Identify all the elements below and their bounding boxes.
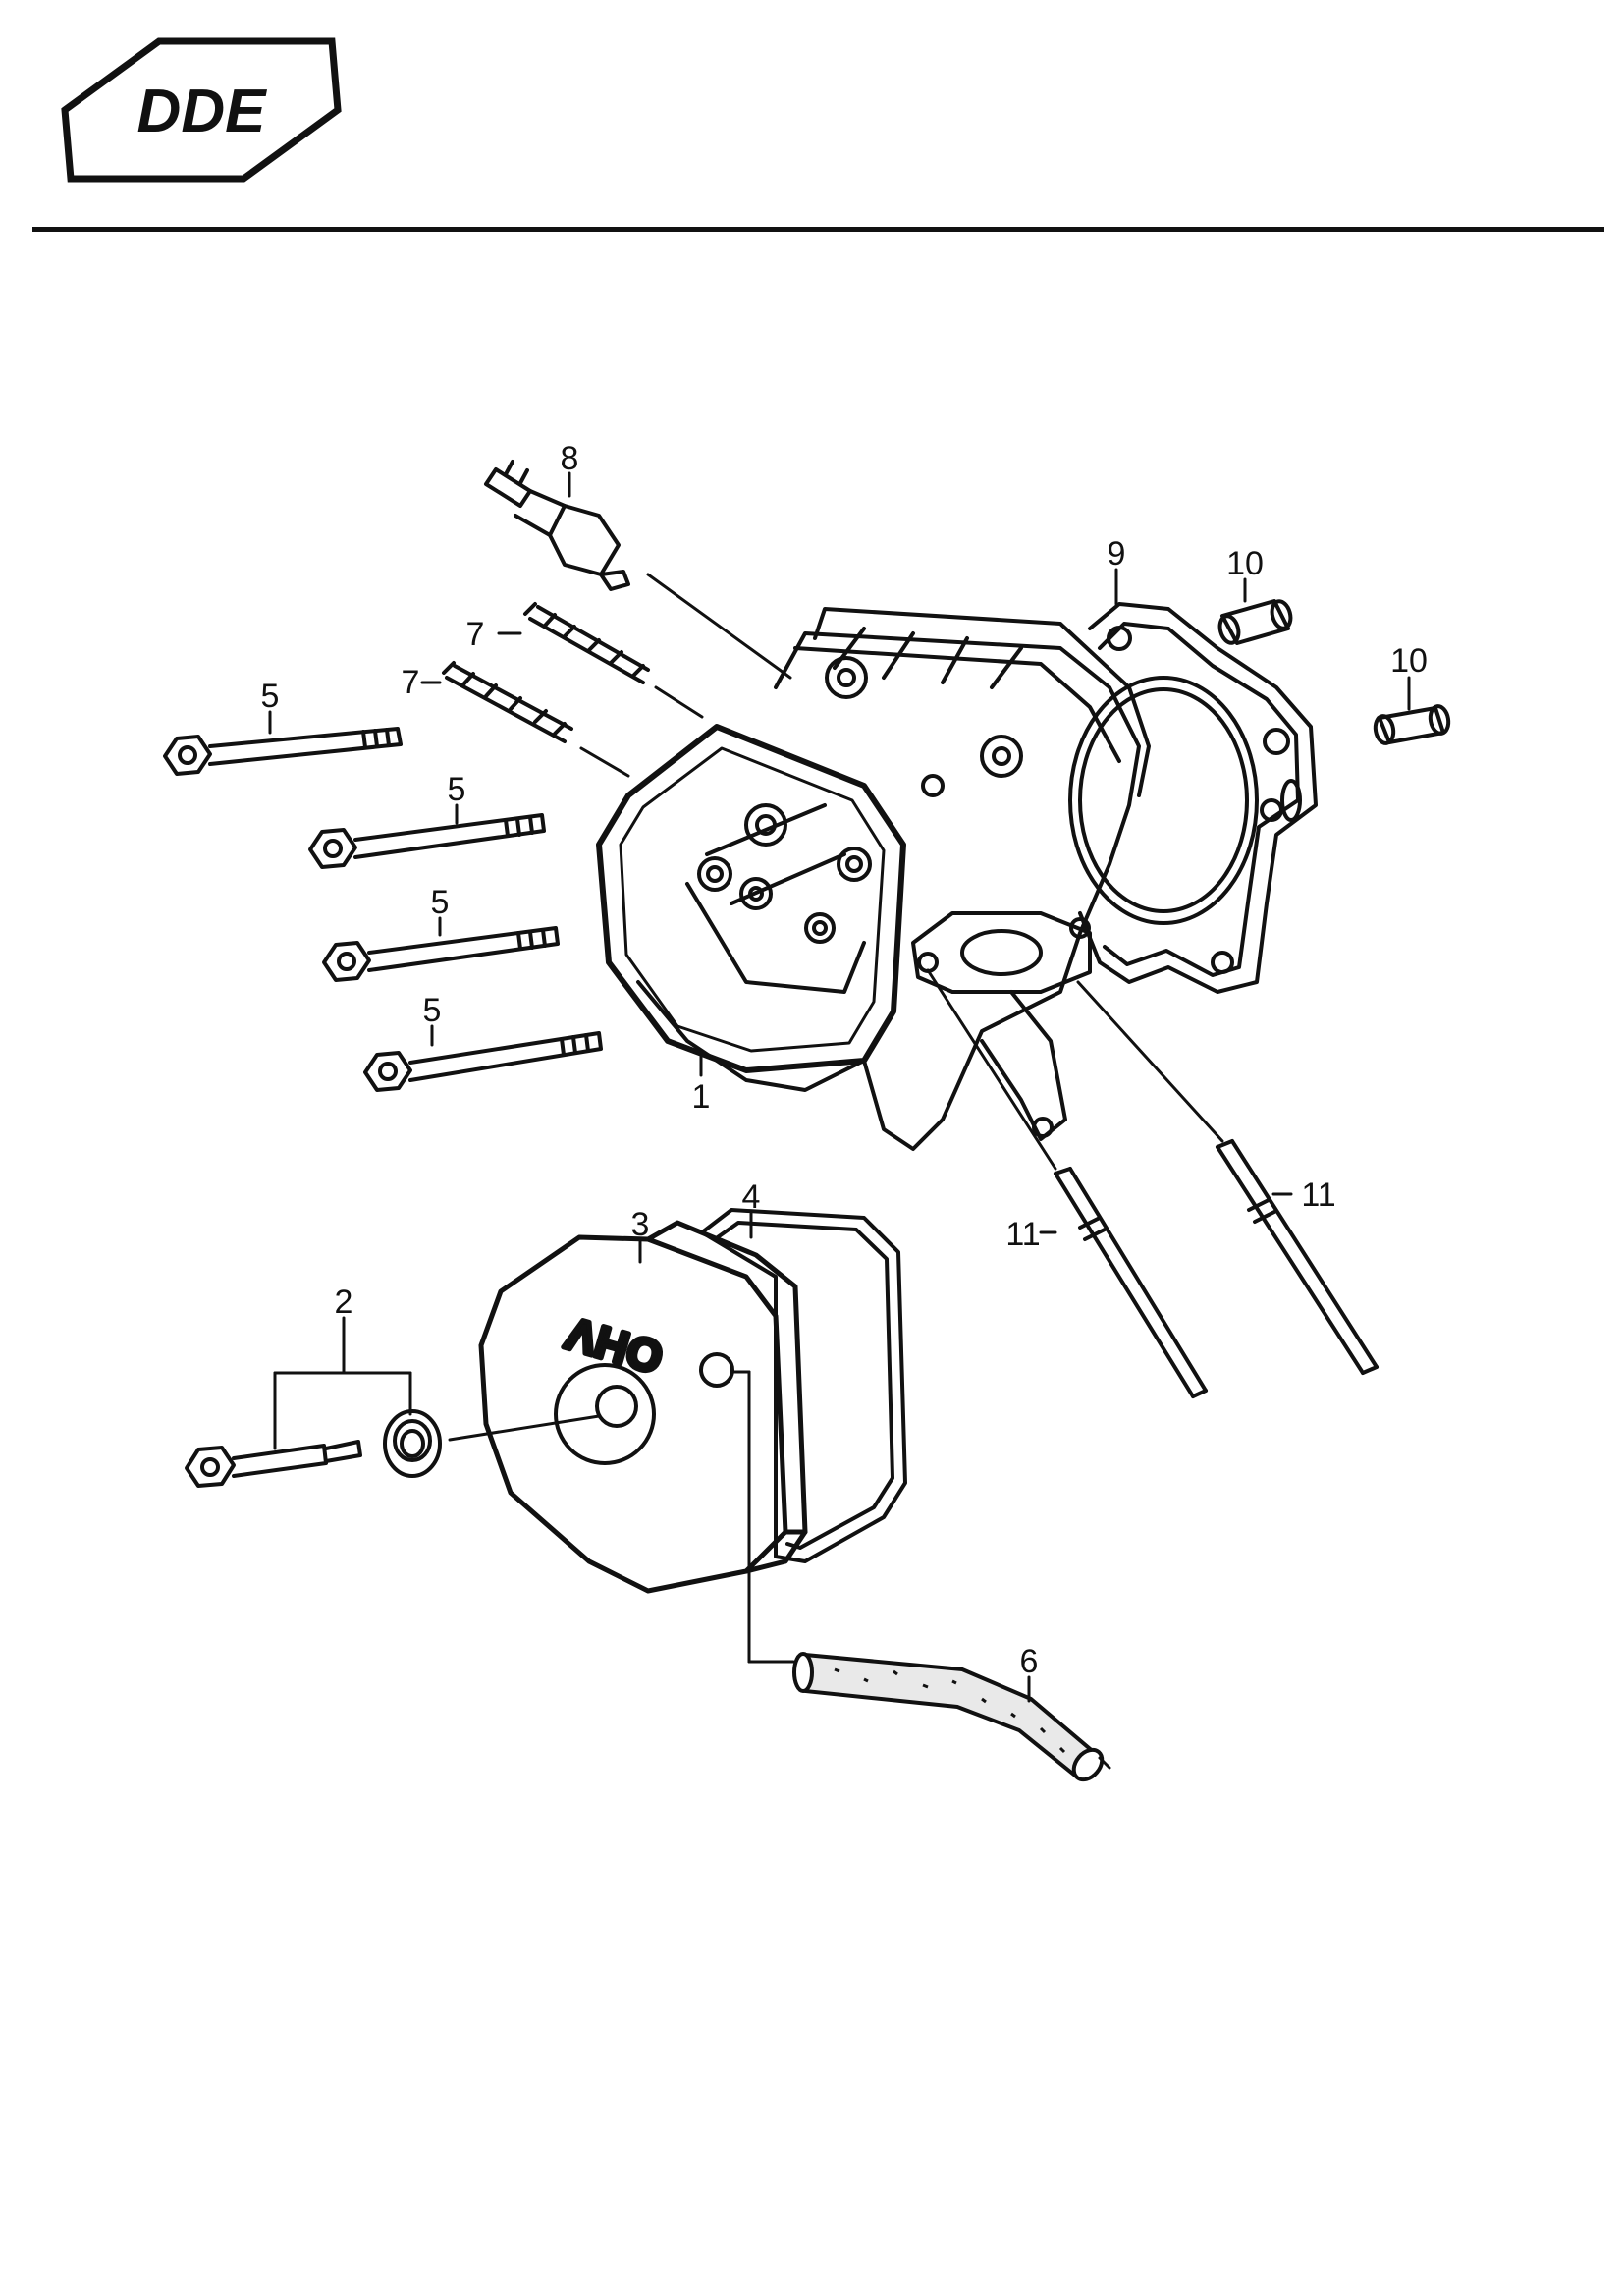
callout-7-lower: 7 [402,664,420,701]
head-gasket [1068,602,1318,994]
callout-4: 4 [742,1178,761,1216]
header-divider [32,227,1604,232]
callout-10-top: 10 [1226,545,1264,582]
brand-name: DDE [137,78,268,145]
leader-lines [268,471,1411,1770]
callout-1: 1 [692,1078,711,1116]
callout-5-third: 5 [431,884,450,921]
callout-5-second: 5 [448,771,466,808]
callout-10-right: 10 [1390,642,1428,680]
breather-tube [792,1652,1105,1782]
callout-5-first: 5 [261,678,280,715]
dowel-pin-right [1373,704,1451,745]
callout-6: 6 [1020,1643,1039,1680]
head-bolt-1 [163,727,403,776]
page-header: DDE [0,0,1623,236]
dowel-pin-top [1217,599,1293,645]
head-bolt-2 [308,813,546,869]
head-cover: OHV [478,1220,808,1594]
callout-3: 3 [631,1206,650,1243]
head-cover-gasket [700,1208,907,1563]
exhaust-stud-left [1054,1167,1208,1398]
exhaust-stud-right [1216,1139,1379,1375]
callout-2: 2 [335,1284,353,1321]
head-bolt-4 [363,1031,603,1092]
callout-11-left: 11 [1005,1216,1040,1253]
callout-5-fourth: 5 [423,992,442,1029]
stud-bolt-7-lower [442,661,573,743]
callout-labels: 8 7 7 5 5 5 5 1 9 10 10 11 11 3 4 2 6 [261,440,1428,1680]
callout-7-upper: 7 [466,616,485,653]
callout-8: 8 [561,440,579,477]
cylinder-head [596,607,1151,1151]
callout-9: 9 [1108,535,1126,573]
dde-logo: DDE [61,37,342,183]
callout-11-right: 11 [1301,1176,1335,1214]
spark-plug [484,460,630,591]
stud-bolt-7-upper [523,602,650,684]
cover-bolt-and-washer [185,1409,442,1488]
head-bolt-3 [322,926,560,982]
